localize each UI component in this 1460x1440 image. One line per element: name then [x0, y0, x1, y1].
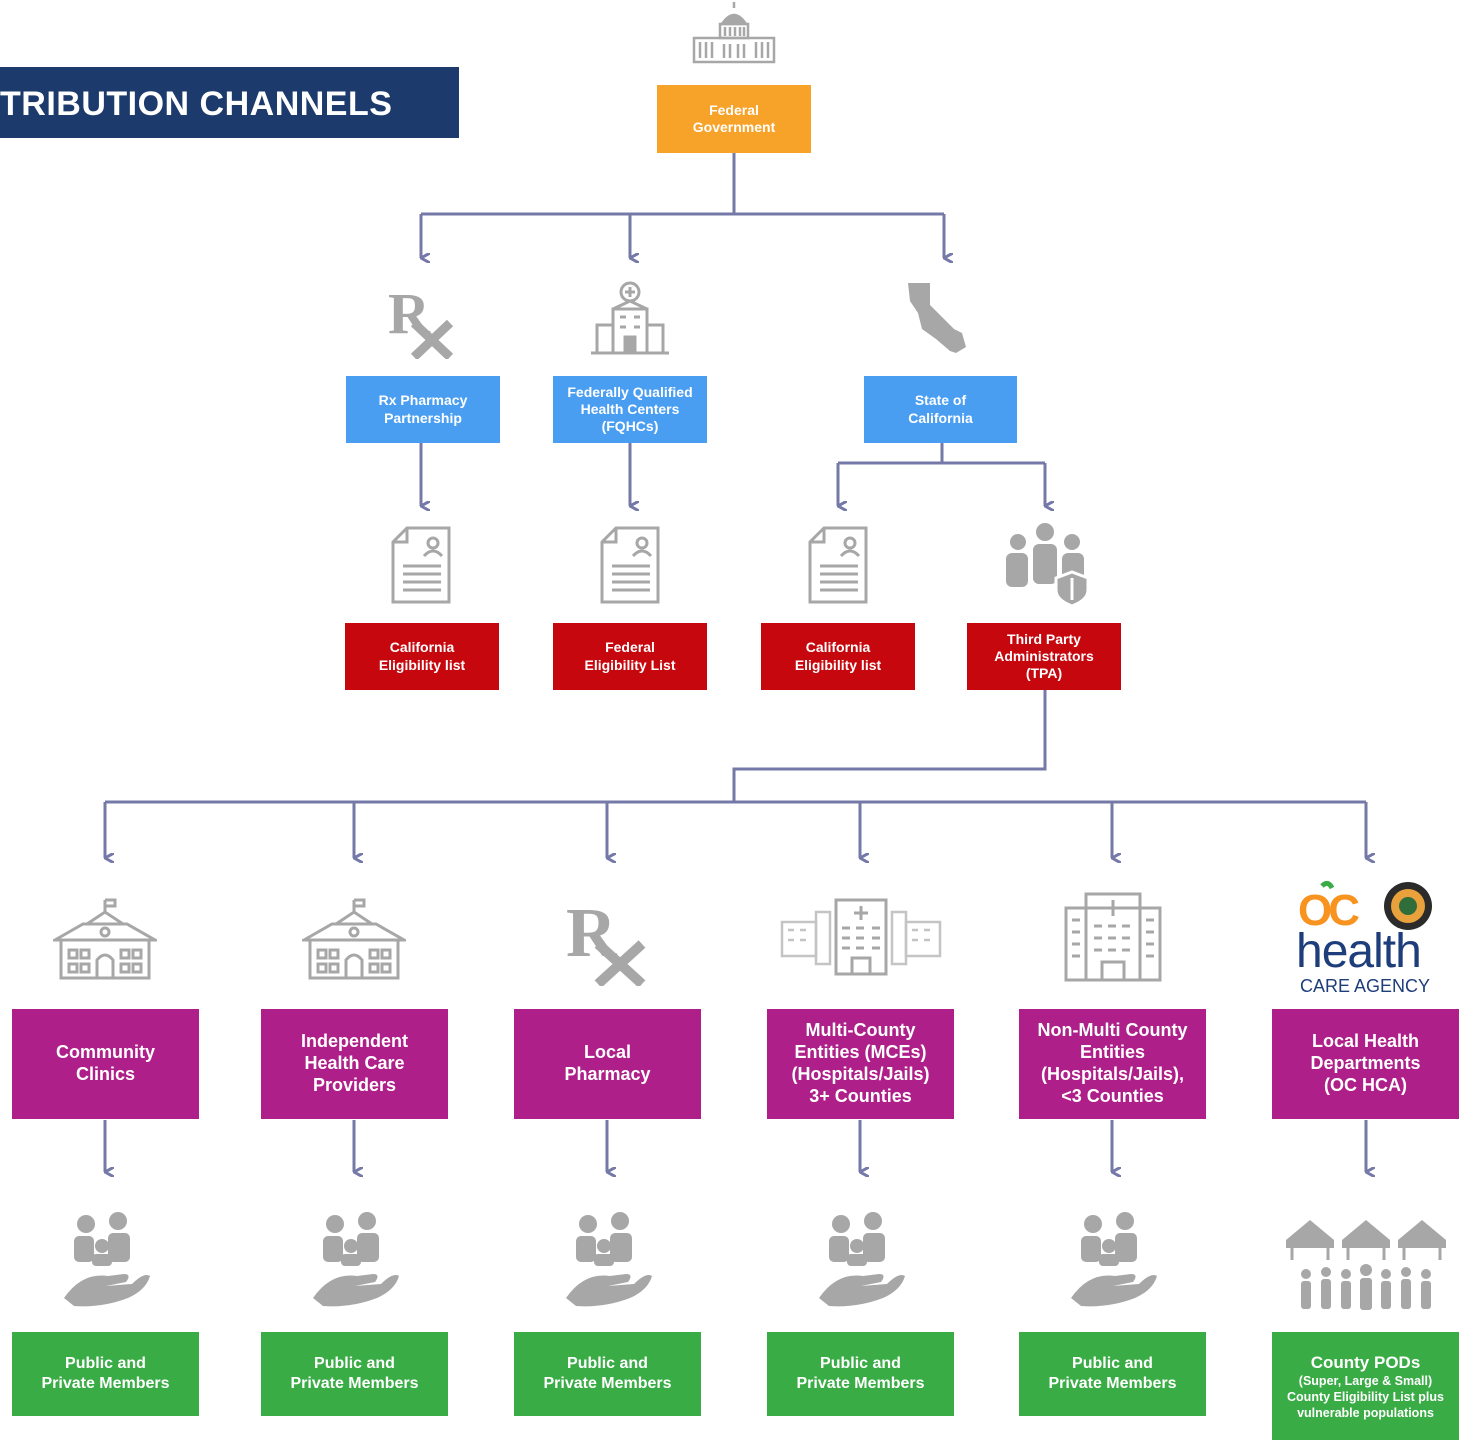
community-clinics-label: Community Clinics — [56, 1042, 155, 1084]
local-pharmacy-label: Local Pharmacy — [564, 1042, 651, 1084]
family-care-icon — [311, 1212, 399, 1312]
members-label: Public and Private Members — [796, 1355, 925, 1392]
members-box: Public and Private Members — [261, 1332, 448, 1416]
county-pods-box: County PODs (Super, Large & Small) Count… — [1272, 1332, 1459, 1440]
members-label: Public and Private Members — [1048, 1355, 1177, 1392]
rx-icon: R — [566, 896, 648, 986]
fqhc-box: Federally Qualified Health Centers (FQHC… — [553, 376, 707, 443]
members-box: Public and Private Members — [767, 1332, 954, 1416]
document-icon — [391, 526, 453, 606]
multi-county-entities-box: Multi-County Entities (MCEs) (Hospitals/… — [767, 1009, 954, 1119]
oc-health-logo: OC health CARE AGENCY — [1296, 880, 1440, 998]
federal-government-label: Federal Government — [692, 101, 776, 135]
school-building-icon — [53, 898, 157, 982]
independent-providers-box: Independent Health Care Providers — [261, 1009, 448, 1119]
logo-agency-text: CARE AGENCY — [1300, 976, 1431, 996]
county-pods-sublabel: (Super, Large & Small) County Eligibilit… — [1287, 1374, 1444, 1421]
hospital-complex-icon — [780, 898, 942, 978]
fqhc-label: Federally Qualified Health Centers (FQHC… — [567, 383, 693, 435]
logo-oc-text: OC — [1298, 886, 1360, 935]
rx-icon: R — [388, 283, 458, 359]
federal-government-box: Federal Government — [657, 85, 811, 153]
rx-pharmacy-box: Rx Pharmacy Partnership — [346, 376, 500, 443]
title-banner: TRIBUTION CHANNELS — [0, 67, 459, 138]
members-box: Public and Private Members — [1019, 1332, 1206, 1416]
state-of-california-box: State of California — [864, 376, 1017, 443]
local-health-departments-label: Local Health Departments (OC HCA) — [1310, 1031, 1421, 1095]
federal-eligibility-box: Federal Eligibility List — [553, 623, 707, 690]
health-center-icon — [591, 281, 669, 355]
members-label: Public and Private Members — [543, 1355, 672, 1392]
state-eligibility-box: California Eligibility list — [761, 623, 915, 690]
tpa-label: Third Party Administrators (TPA) — [994, 630, 1094, 682]
state-of-california-label: State of California — [908, 392, 973, 426]
school-building-icon — [302, 898, 406, 982]
members-box: Public and Private Members — [12, 1332, 199, 1416]
family-care-icon — [1069, 1212, 1157, 1312]
logo-health-text: health — [1296, 925, 1422, 978]
local-pharmacy-box: Local Pharmacy — [514, 1009, 701, 1119]
multi-county-entities-label: Multi-County Entities (MCEs) (Hospitals/… — [791, 1020, 930, 1106]
federal-eligibility-label: Federal Eligibility List — [584, 639, 676, 673]
california-eligibility-label: California Eligibility list — [378, 639, 466, 673]
connector-tpa-stem — [732, 690, 1047, 802]
family-care-icon — [564, 1212, 652, 1312]
non-multi-county-entities-label: Non-Multi County Entities (Hospitals/Jai… — [1037, 1020, 1188, 1106]
california-eligibility-box: California Eligibility list — [345, 623, 499, 690]
group-shield-icon — [1000, 522, 1090, 606]
members-box: Public and Private Members — [514, 1332, 701, 1416]
california-map-icon — [906, 281, 972, 355]
rx-pharmacy-label: Rx Pharmacy Partnership — [378, 392, 468, 426]
non-multi-county-entities-box: Non-Multi County Entities (Hospitals/Jai… — [1019, 1009, 1206, 1119]
pod-tents-icon — [1284, 1214, 1448, 1314]
state-eligibility-label: California Eligibility list — [794, 639, 882, 673]
hospital-icon — [1064, 892, 1162, 982]
family-care-icon — [817, 1212, 905, 1312]
capitol-building-icon — [692, 2, 776, 66]
page-title: TRIBUTION CHANNELS — [0, 85, 393, 123]
members-label: Public and Private Members — [290, 1355, 419, 1392]
family-care-icon — [62, 1212, 150, 1312]
county-pods-label: County PODs — [1310, 1352, 1421, 1372]
tpa-box: Third Party Administrators (TPA) — [967, 623, 1121, 690]
members-label: Public and Private Members — [41, 1355, 170, 1392]
local-health-departments-box: Local Health Departments (OC HCA) — [1272, 1009, 1459, 1119]
independent-providers-label: Independent Health Care Providers — [301, 1031, 408, 1095]
document-icon — [600, 526, 662, 606]
document-icon — [808, 526, 870, 606]
community-clinics-box: Community Clinics — [12, 1009, 199, 1119]
